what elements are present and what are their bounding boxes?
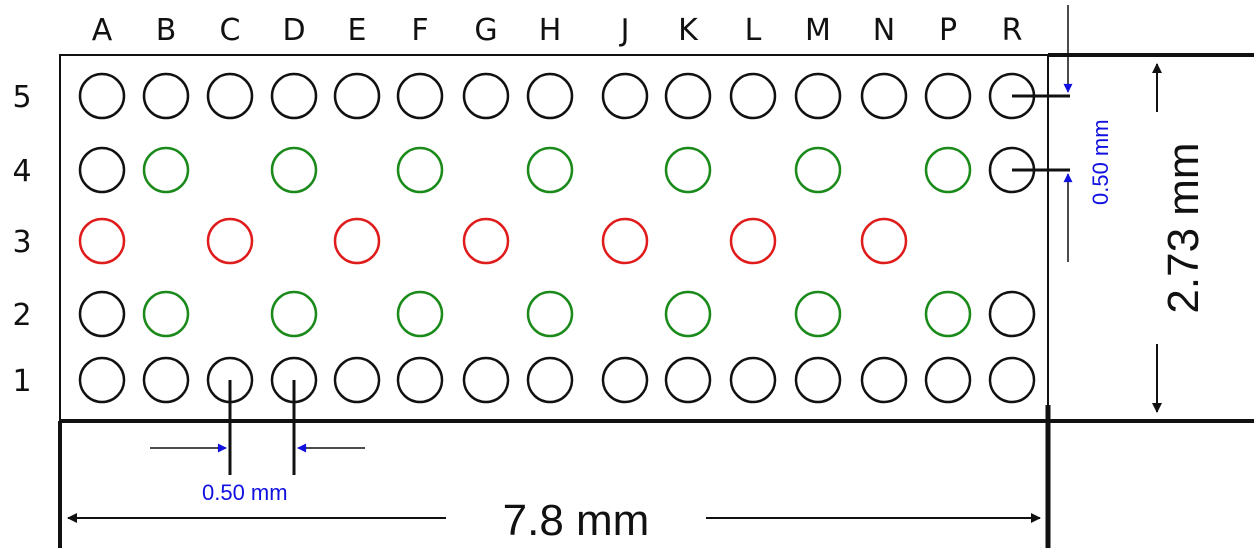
ball-a4 [78, 146, 126, 194]
vertical-pitch-label: 0.50 mm [1088, 119, 1113, 205]
ball-p5 [924, 72, 972, 120]
ball-h1 [526, 356, 574, 404]
ball-d5 [270, 72, 318, 120]
ball-e1 [333, 356, 381, 404]
ball-f4 [396, 146, 444, 194]
ball-j1 [601, 356, 649, 404]
ball-g3 [462, 217, 510, 265]
ball-r2 [988, 290, 1036, 338]
ball-j3 [601, 217, 649, 265]
ball-f5 [396, 72, 444, 120]
ball-l5 [729, 72, 777, 120]
height-dimension-label: 2.73 mm [1159, 142, 1208, 313]
ball-a3 [78, 217, 126, 265]
ball-p1 [924, 356, 972, 404]
ball-p4 [924, 146, 972, 194]
column-label-r: R [1002, 13, 1023, 48]
width-dimension-label: 7.8 mm [503, 496, 650, 545]
ball-g5 [462, 72, 510, 120]
column-label-m: M [805, 13, 831, 48]
column-label-l: L [745, 13, 762, 48]
ball-d2 [270, 290, 318, 338]
vertical-pitch-callout: 0.50 mm [1012, 5, 1113, 262]
ball-g1 [462, 356, 510, 404]
ball-m5 [794, 72, 842, 120]
ball-r1 [988, 356, 1036, 404]
row-label-3: 3 [12, 225, 31, 260]
ball-n3 [860, 217, 908, 265]
ball-f1 [396, 356, 444, 404]
ball-p2 [924, 290, 972, 338]
column-label-a: A [92, 13, 113, 48]
column-label-c: C [220, 13, 241, 48]
horizontal-pitch-callout: 0.50 mm [150, 380, 365, 505]
ball-a1 [78, 356, 126, 404]
row-label-5: 5 [12, 80, 31, 115]
width-dimension: 7.8 mm [67, 495, 1041, 545]
ball-k4 [664, 146, 712, 194]
ball-m4 [794, 146, 842, 194]
ball-b1 [142, 356, 190, 404]
ball-m2 [794, 290, 842, 338]
column-label-d: D [282, 13, 305, 48]
ball-k1 [664, 356, 712, 404]
column-label-h: H [539, 13, 562, 48]
ball-e5 [333, 72, 381, 120]
ball-a5 [78, 72, 126, 120]
ball-c3 [206, 217, 254, 265]
column-label-f: F [411, 13, 428, 48]
row-label-2: 2 [12, 298, 31, 333]
horizontal-pitch-label: 0.50 mm [202, 480, 288, 505]
ball-f2 [396, 290, 444, 338]
column-label-n: N [873, 13, 895, 48]
ball-grid [78, 72, 1036, 404]
ball-m1 [794, 356, 842, 404]
ball-b2 [142, 290, 190, 338]
ball-l1 [729, 356, 777, 404]
row-label-1: 1 [12, 364, 31, 399]
ball-h2 [526, 290, 574, 338]
ball-n1 [860, 356, 908, 404]
ball-n5 [860, 72, 908, 120]
ball-h5 [526, 72, 574, 120]
column-label-g: G [474, 13, 497, 48]
height-dimension: 2.73 mm [1150, 63, 1210, 413]
column-label-e: E [348, 13, 367, 48]
ball-k5 [664, 72, 712, 120]
ball-e3 [333, 217, 381, 265]
row-label-4: 4 [12, 154, 31, 189]
ball-a2 [78, 290, 126, 338]
ball-h4 [526, 146, 574, 194]
ball-d4 [270, 146, 318, 194]
ball-b5 [142, 72, 190, 120]
ball-k2 [664, 290, 712, 338]
ball-l3 [729, 217, 777, 265]
column-label-j: J [619, 13, 630, 48]
column-label-p: P [939, 13, 957, 48]
ball-c5 [206, 72, 254, 120]
column-label-b: B [156, 13, 177, 48]
column-label-k: K [678, 13, 699, 48]
ball-j5 [601, 72, 649, 120]
row-labels: 5 4 3 2 1 [12, 80, 31, 399]
ball-b4 [142, 146, 190, 194]
